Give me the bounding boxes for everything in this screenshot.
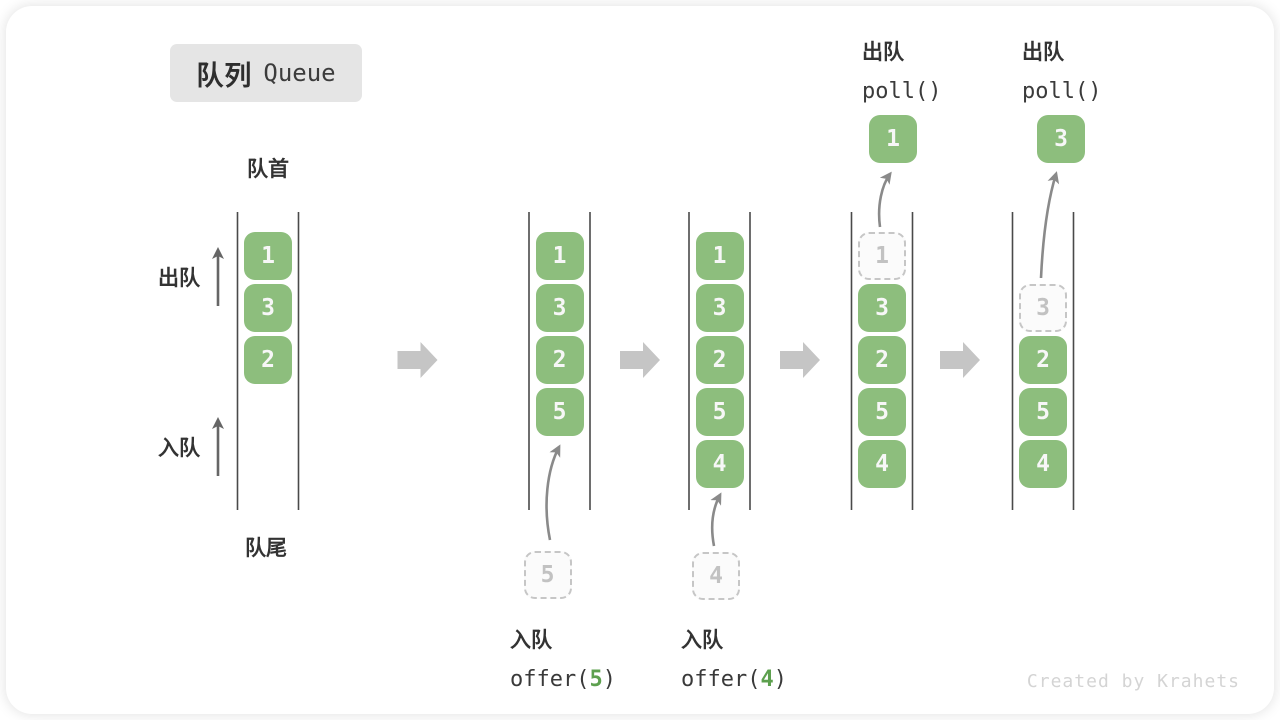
queue-item: 5 [858,388,906,436]
incoming-item: 4 [692,552,740,600]
queue-item-dashed: 1 [858,232,906,280]
queue-item: 5 [695,388,744,436]
queue-item: 5 [1019,388,1067,436]
queue-item: 3 [695,284,744,332]
queue-item: 5 [535,388,584,436]
flow-arrow-icon [620,342,660,378]
title-zh: 队列 [196,60,253,91]
queue-item: 2 [244,336,292,384]
queue-item-dashed: 3 [1019,284,1067,332]
enqueue-pointer-arrow [710,492,722,547]
enqueue-op-code: offer(5) [510,667,616,692]
queue-item: 2 [695,336,744,384]
dequeue-op-label: 出队 poll() [1022,34,1101,112]
incoming-item: 5 [523,551,572,599]
queue-item: 2 [535,336,584,384]
enqueue-op-label: 入队 offer(4) [681,622,787,700]
title-en: Queue [263,59,336,87]
queue-front-label: 队首 [247,158,289,181]
dequeue-side-label: 出队 [158,267,200,290]
flow-arrow-icon [397,342,438,378]
queue-item: 1 [695,232,744,280]
enqueue-op-zh: 入队 [510,629,552,652]
queue-item: 4 [695,440,744,488]
flow-arrow-icon [780,342,820,378]
title-box: 队列 Queue [170,44,362,102]
queue-item: 3 [858,284,906,332]
queue-item: 4 [858,440,906,488]
dequeued-item: 1 [869,115,917,163]
dequeued-item: 3 [1037,115,1085,163]
queue-item: 2 [1019,336,1067,384]
flow-arrow-icon [940,342,980,378]
queue-item: 3 [244,284,292,332]
dequeue-op-code: poll() [1022,79,1102,104]
dequeue-op-zh: 出队 [862,41,904,64]
enqueue-side-label: 入队 [158,437,200,460]
dequeue-op-zh: 出队 [1022,41,1064,64]
dequeue-pointer-arrow [877,171,892,228]
dequeue-op-label: 出队 poll() [862,34,941,112]
queue-item: 1 [244,232,292,280]
queue-item: 1 [535,232,584,280]
arrow-layer [212,171,1075,547]
watermark: Created by Krahets [1026,671,1240,692]
enqueue-pointer-arrow [545,444,561,541]
queue-item: 2 [858,336,906,384]
queue-item: 3 [535,284,584,332]
enqueue-op-zh: 入队 [681,629,723,652]
queue-item: 4 [1019,440,1067,488]
dequeue-pointer-arrow [1039,171,1060,279]
queue-rear-label: 队尾 [245,537,287,560]
enqueue-op-label: 入队 offer(5) [510,622,616,700]
enqueue-op-code: offer(4) [681,667,787,692]
diagram-card: 队列 Queue 队首 队尾 出队 入队 Created by Krahets … [6,6,1274,714]
dequeue-op-code: poll() [862,79,942,104]
